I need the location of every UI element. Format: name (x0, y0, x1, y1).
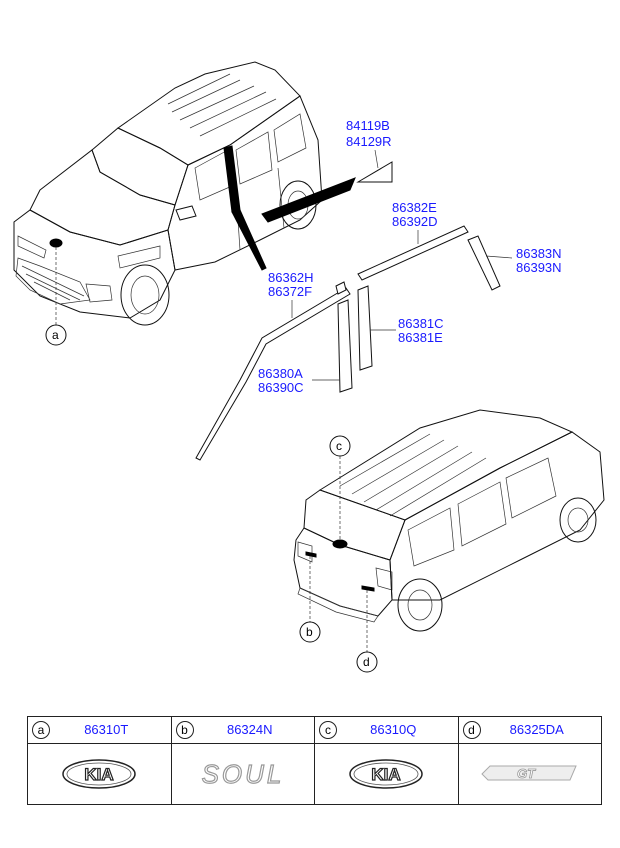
pillar-moulding-86381C (357, 285, 373, 371)
ref-label-c: c (336, 439, 342, 453)
kia-logo-icon: KIA (349, 759, 423, 789)
part-number-86382E: 86382E (392, 200, 437, 215)
legend-header-d: d 86325DA (457, 716, 602, 744)
svg-text:SOUL: SOUL (201, 759, 284, 789)
svg-text:GT: GT (517, 766, 536, 781)
legend-ref-b: b (175, 721, 194, 739)
legend-emblem-b: SOUL (170, 743, 315, 805)
rear-moulding-86383N (467, 235, 501, 291)
legend-emblem-a: KIA (27, 743, 172, 805)
ref-label-a: a (52, 328, 59, 342)
ref-label-b: b (306, 625, 313, 639)
ref-label-d: d (363, 655, 370, 669)
soul-lettering-icon: SOUL (201, 759, 284, 789)
part-number-86381C: 86381C (398, 316, 444, 331)
kia-logo-icon: KIA (62, 759, 136, 789)
windshield-moulding-86362H (195, 287, 351, 461)
ref-circle-a (45, 324, 67, 346)
rear-car-illustration (293, 409, 605, 632)
part-number-86390C: 86390C (258, 380, 304, 395)
part-number-84119B: 84119B (346, 118, 390, 133)
ref-circle-b (299, 621, 321, 643)
quarter-trim-84119B (356, 161, 393, 183)
legend-ref-c: c (319, 721, 337, 739)
legend-part-number-d: 86325DA (509, 722, 564, 737)
part-number-86392D: 86392D (392, 214, 438, 229)
legend-emblem-d: GT (457, 743, 602, 805)
part-number-86383N: 86383N (516, 246, 562, 261)
part-number-86362H: 86362H (268, 270, 314, 285)
legend-ref-a: a (32, 721, 50, 739)
part-number-86393N: 86393N (516, 260, 562, 275)
ref-circle-d (356, 651, 378, 673)
gt-line-badge-icon: GT (481, 765, 577, 781)
roof-moulding-86382E (357, 225, 469, 281)
legend-ref-d: d (462, 721, 481, 739)
part-number-86381E: 86381E (398, 330, 443, 345)
emblem-legend-table: a 86310T b 86324N c 86310Q d 86325DA KIA… (27, 716, 602, 805)
legend-emblem-c: KIA (314, 743, 459, 805)
legend-part-number-c: 86310Q (370, 722, 417, 737)
pillar-moulding-86380A (337, 299, 353, 393)
svg-text:KIA: KIA (85, 765, 114, 784)
part-number-84129R: 84129R (346, 134, 392, 149)
legend-part-number-a: 86310T (84, 722, 129, 737)
legend-header-a: a 86310T (27, 716, 172, 744)
part-number-86372F: 86372F (268, 284, 312, 299)
legend-header-c: c 86310Q (314, 716, 459, 744)
part-number-86380A: 86380A (258, 366, 303, 381)
svg-text:KIA: KIA (372, 765, 401, 784)
legend-part-number-b: 86324N (226, 722, 273, 737)
front-car-illustration (13, 61, 356, 326)
legend-header-b: b 86324N (170, 716, 315, 744)
